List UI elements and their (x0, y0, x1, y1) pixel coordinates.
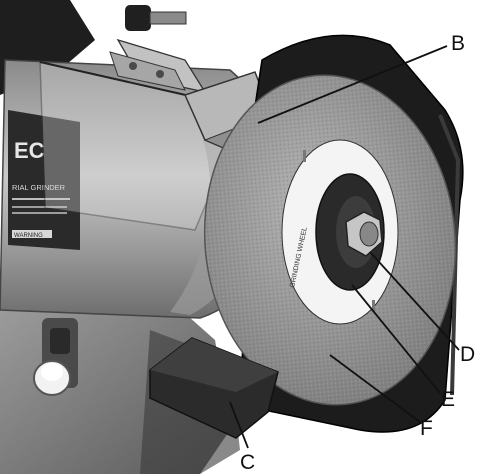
tool-rest (149, 337, 279, 439)
leader-B (257, 45, 448, 124)
callout-label-c: C (240, 451, 256, 474)
leader-F (329, 354, 421, 423)
leader-D (369, 251, 460, 351)
plate-product: RIAL GRINDER (12, 183, 66, 192)
plate-brand: EC (14, 138, 45, 163)
plate-warning: WARNING (14, 233, 43, 239)
callout-label-b: B (451, 32, 466, 55)
callout-label-f: F (420, 417, 433, 440)
callout-lines (229, 45, 460, 449)
guard-rim (438, 114, 461, 396)
power-switch-icon (33, 318, 78, 396)
leader-C (229, 401, 249, 449)
spindle-nut (345, 211, 383, 257)
motor-label-plate: EC RIAL GRINDER WARNING (8, 110, 80, 250)
callout-label-d: D (460, 343, 476, 366)
callout-label-e: E (441, 388, 456, 411)
shield-bracket (109, 5, 207, 93)
leader-E (351, 284, 441, 394)
